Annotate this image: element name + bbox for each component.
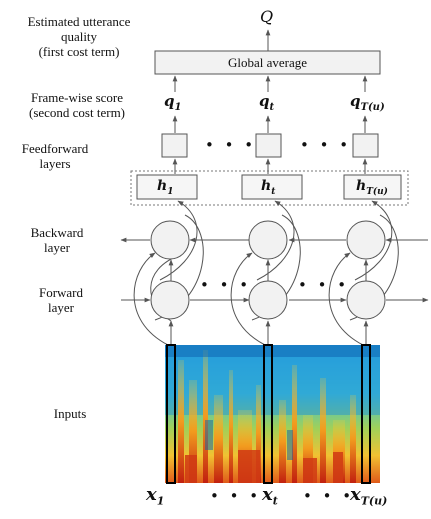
label-estimated-quality: Estimated utterance quality (first cost …	[27, 14, 131, 59]
feedforward-box-1	[161, 133, 188, 158]
ellipsis-fwd-2: • • •	[298, 276, 350, 294]
ellipsis-x-2: • • •	[303, 487, 355, 505]
global-average-label: Global average	[227, 55, 308, 70]
forward-node-t	[248, 280, 288, 320]
feedforward-box-t	[255, 133, 282, 158]
x-node-t: xt	[262, 484, 278, 508]
backward-node-1	[150, 220, 190, 260]
h-node-1: h1	[157, 178, 174, 197]
q-node-t: qt	[259, 92, 275, 113]
label-inputs: Inputs	[53, 406, 87, 421]
backward-node-t	[248, 220, 288, 260]
feedforward-box-T	[352, 133, 379, 158]
label-forward: Forward layer	[38, 285, 84, 315]
forward-node-T	[346, 280, 386, 320]
ellipsis-ff-1: • • •	[205, 136, 257, 154]
frame-highlight-T	[361, 344, 371, 484]
x-node-1: x1	[146, 484, 165, 508]
ellipsis-x-1: • • •	[210, 487, 262, 505]
frame-highlight-1	[166, 344, 176, 484]
label-feedforward: Feedforward layers	[21, 141, 89, 171]
output-q: Q	[260, 7, 274, 26]
h-node-t: ht	[261, 178, 276, 197]
forward-node-1	[150, 280, 190, 320]
ellipsis-ff-2: • • •	[300, 136, 352, 154]
ellipsis-fwd-1: • • •	[200, 276, 252, 294]
h-box-T	[343, 174, 402, 200]
q-node-T: qT(u)	[350, 92, 385, 113]
h-box-1	[136, 174, 198, 200]
label-backward: Backward layer	[30, 225, 84, 255]
h-box-t	[241, 174, 303, 200]
frame-highlight-t	[263, 344, 273, 484]
h-node-T: hT(u)	[356, 178, 388, 197]
x-node-T: xT(u)	[350, 484, 388, 508]
q-node-1: q1	[164, 92, 182, 113]
backward-node-T	[346, 220, 386, 260]
label-frame-score: Frame-wise score (second cost term)	[28, 90, 126, 120]
hidden-state-group	[130, 170, 409, 206]
